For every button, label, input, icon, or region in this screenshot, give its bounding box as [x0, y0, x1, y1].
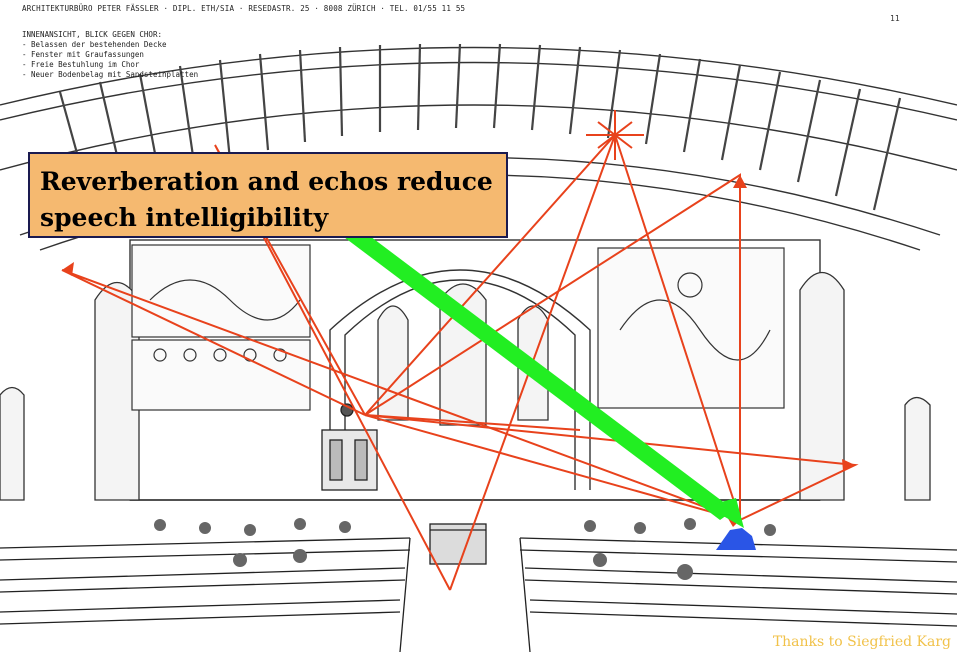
callout-line-1: Reverberation and echos reduce — [40, 167, 493, 196]
drawing-note-item: - Neuer Bodenbelag mit Sandsteinplatten — [22, 70, 199, 79]
credit-text: Thanks to Siegfried Karg — [772, 634, 951, 650]
drawing-notes: INNENANSICHT, BLICK GEGEN CHOR: - Belass… — [22, 30, 198, 80]
callout-box: Reverberation and echos reduce speech in… — [28, 152, 508, 238]
drawing-notes-title: INNENANSICHT, BLICK GEGEN CHOR: — [22, 30, 162, 39]
direct-sound-arrow — [316, 206, 734, 520]
architect-header: ARCHITEKTURBÜRO PETER FÄSSLER · DIPL. ET… — [22, 4, 466, 13]
ceiling-ribs — [58, 43, 902, 211]
listener-marker — [716, 528, 756, 550]
baptismal-font — [429, 523, 487, 565]
callout-line-2: speech intelligibility — [40, 203, 329, 232]
ray-burst — [586, 110, 644, 160]
congregation — [154, 518, 776, 580]
drawing-note-item: - Freie Bestuhlung im Chor — [22, 60, 140, 69]
page-number: 11 — [890, 14, 900, 23]
drawing-note-item: - Belassen der bestehenden Decke — [22, 40, 167, 49]
direct-sound-arrowhead — [706, 498, 744, 528]
wall-paintings — [131, 244, 785, 411]
drawing-note-item: - Fenster mit Graufassungen — [22, 50, 144, 59]
